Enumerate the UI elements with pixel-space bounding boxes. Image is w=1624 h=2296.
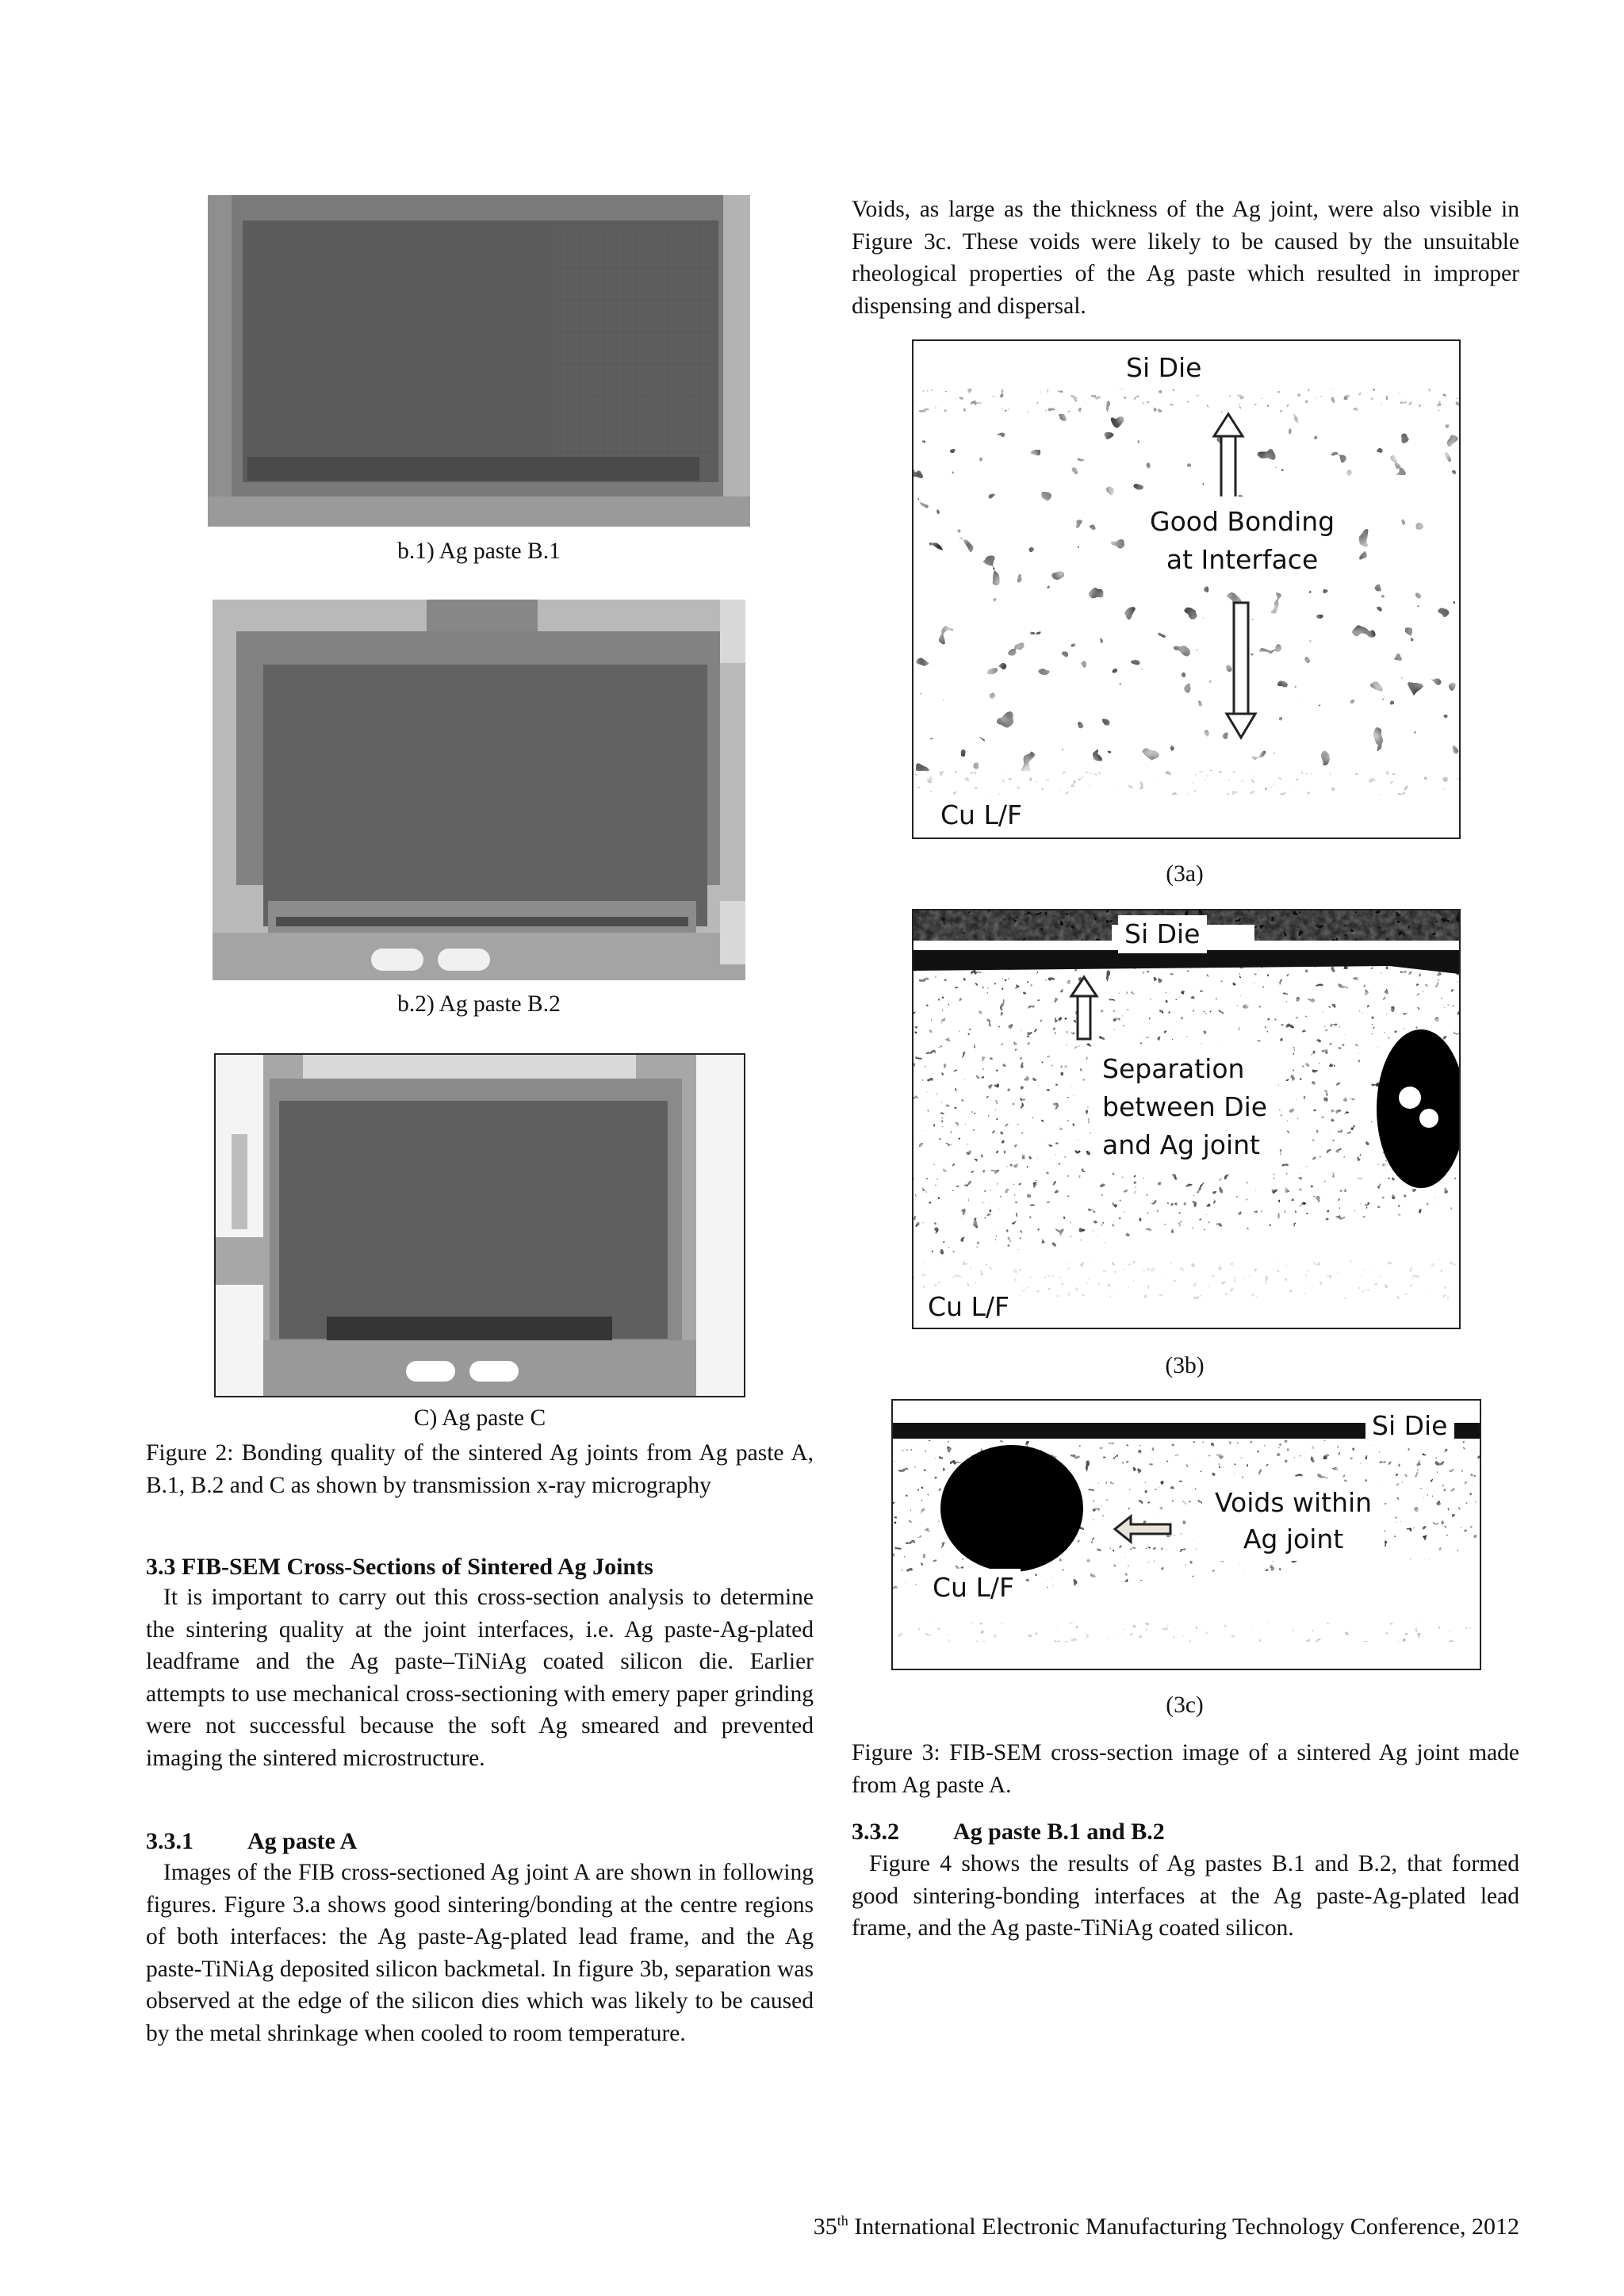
fig3a-caption: (3a): [1166, 861, 1204, 887]
section-3-3-2-text: Figure 4 shows the results of Ag pastes …: [852, 1851, 1519, 1941]
footer-text: International Electronic Manufacturing T…: [848, 2214, 1519, 2240]
sem-3b-cu-lf-label: Cu L/F: [921, 1288, 1016, 1326]
sem-3c-annotation: Voids within Ag joint: [1202, 1481, 1385, 1561]
fig2-caption: Figure 2: Bonding quality of the sintere…: [146, 1440, 814, 1498]
fig3b-caption: (3b): [1165, 1353, 1205, 1378]
sem-3b-annotation-line1: Separation: [1102, 1053, 1245, 1084]
section-3-3-1-title: Ag paste A: [247, 1828, 358, 1854]
sem-3b-annotation: Separation between Die and Ag joint: [1091, 1044, 1279, 1171]
sem-image-3b: Si Die Separation between Die and Ag joi…: [912, 909, 1461, 1329]
sem-image-3a: Si Die Good Bonding at Interface Cu L/F: [912, 339, 1461, 839]
sem-3a-annotation: Good Bonding at Interface: [1139, 496, 1346, 585]
sem-image-3c: Si Die Voids within Ag joint Cu L/F: [891, 1399, 1481, 1670]
page-footer: 35th International Electronic Manufactur…: [814, 2211, 1519, 2243]
fig3-caption: Figure 3: FIB-SEM cross-section image of…: [852, 1740, 1519, 1798]
sem-3b-si-die-label: Si Die: [1118, 915, 1207, 953]
sem-3b-annotation-line2: between Die: [1102, 1091, 1268, 1122]
section-3-3-1-text: Images of the FIB cross-sectioned Ag joi…: [146, 1860, 814, 2046]
section-3-3-1-heading: 3.3.1 Ag paste A: [146, 1826, 814, 1857]
section-3-3-2-number: 3.3.2: [852, 1819, 899, 1845]
fig2-label-b2: b.2) Ag paste B.2: [397, 991, 561, 1017]
sem-3a-cu-lf-label: Cu L/F: [934, 796, 1028, 834]
xray-image-b1: [208, 195, 750, 527]
section-3-3-2-heading: 3.3.2 Ag paste B.1 and B.2: [852, 1816, 1519, 1848]
footer-superscript: th: [837, 2213, 848, 2229]
sem-3c-annotation-line2: Ag joint: [1243, 1524, 1344, 1554]
right-intro-text: Voids, as large as the thickness of the …: [852, 197, 1519, 319]
sem-3a-annotation-line2: at Interface: [1166, 544, 1319, 575]
sem-3c-si-die-label: Si Die: [1365, 1407, 1454, 1445]
sem-3c-annotation-line1: Voids within: [1215, 1487, 1373, 1518]
sem-3a-annotation-line1: Good Bonding: [1150, 506, 1335, 537]
xray-image-c: [214, 1053, 745, 1397]
section-3-3-heading: 3.3 FIB-SEM Cross-Sections of Sintered A…: [146, 1554, 653, 1580]
sem-3a-si-die-label: Si Die: [1120, 349, 1208, 387]
section-3-3-1-number: 3.3.1: [146, 1828, 193, 1854]
sem-3c-cu-lf-label: Cu L/F: [926, 1569, 1021, 1607]
section-3-3-2-title: Ag paste B.1 and B.2: [953, 1819, 1165, 1845]
xray-image-b2: [213, 600, 745, 980]
fig3c-caption: (3c): [1166, 1692, 1204, 1718]
section-3-3-text: It is important to carry out this cross-…: [146, 1585, 814, 1771]
sem-3b-annotation-line3: and Ag joint: [1102, 1129, 1260, 1160]
fig2-label-c: C) Ag paste C: [413, 1405, 546, 1431]
fig2-label-b1: b.1) Ag paste B.1: [397, 539, 561, 564]
footer-number: 35: [813, 2214, 837, 2240]
